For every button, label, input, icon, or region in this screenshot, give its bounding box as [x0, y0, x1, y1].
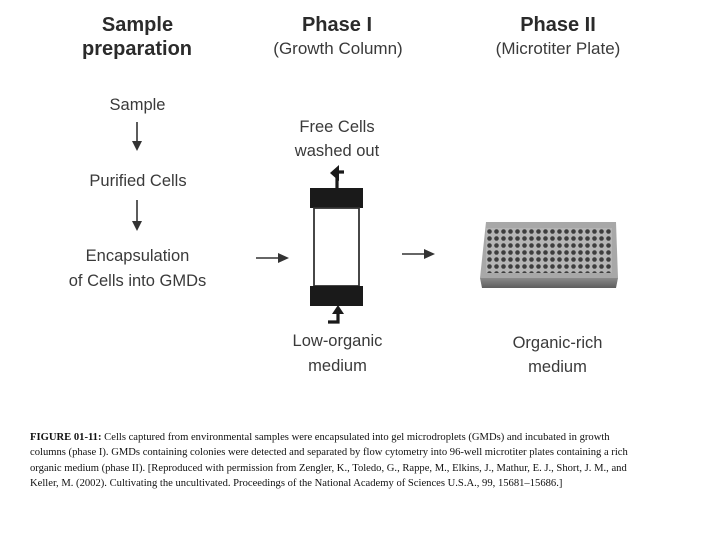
- label-purified-cells: Purified Cells: [89, 172, 187, 190]
- header-sample-prep-line2: preparation: [81, 38, 193, 60]
- microtiter-plate: [480, 222, 618, 288]
- header-phase2-title: Phase II: [520, 14, 596, 36]
- inflow-arrow: [328, 305, 344, 324]
- figure-caption: FIGURE 01-11: Cells captured from enviro…: [30, 430, 640, 492]
- arrow-column-to-plate: [402, 249, 435, 259]
- growth-column: [310, 188, 363, 306]
- header-phase1-subtitle: (Growth Column): [273, 39, 403, 58]
- label-organic-rich-line2: medium: [528, 358, 587, 376]
- arrow-purified-to-encapsulation: [132, 200, 142, 231]
- label-organic-rich-line1: Organic-rich: [512, 334, 603, 352]
- header-sample-prep-line1: Sample: [101, 14, 174, 36]
- arrow-sample-to-purified: [132, 122, 142, 151]
- label-encapsulation-line2: of Cells into GMDs: [68, 272, 207, 290]
- label-encapsulation-line1: Encapsulation: [85, 247, 190, 265]
- label-free-cells-line2: washed out: [294, 142, 380, 160]
- label-low-organic-line1: Low-organic: [292, 332, 383, 350]
- diagram-graphics: [132, 122, 618, 324]
- label-free-cells-line1: Free Cells: [299, 118, 375, 136]
- header-phase2-subtitle: (Microtiter Plate): [495, 39, 621, 58]
- outflow-arrow: [330, 165, 344, 188]
- label-low-organic-line2: medium: [308, 357, 367, 375]
- header-phase1-title: Phase I: [301, 14, 373, 36]
- arrow-encapsulation-to-column: [256, 253, 289, 263]
- label-sample: Sample: [109, 96, 166, 114]
- caption-label: FIGURE 01-11:: [30, 432, 102, 443]
- caption-text: Cells captured from environmental sample…: [30, 432, 628, 490]
